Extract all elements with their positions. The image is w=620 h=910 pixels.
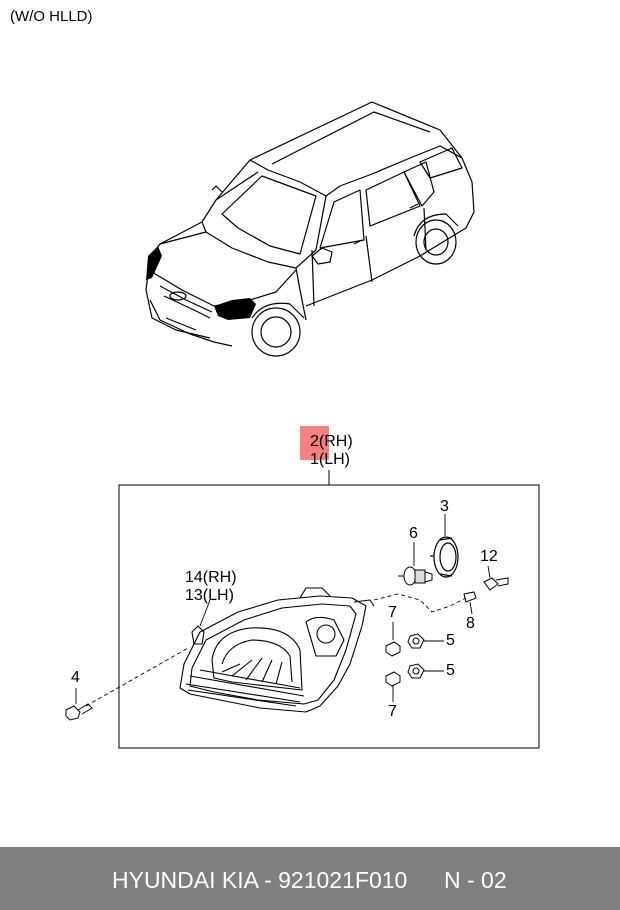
page-code: N - 02: [444, 867, 507, 893]
part-number: HYUNDAI KIA - 921021F010: [112, 867, 408, 893]
headlamp-assembly-illustration: [179, 587, 375, 713]
callout-5-upper: 5: [446, 632, 455, 649]
callout-6: 6: [409, 525, 418, 542]
socket-ring-icon: [430, 536, 459, 578]
callout-7-lower: 7: [388, 703, 397, 720]
bolt-icon: [385, 641, 401, 687]
callout-13-lh: 13(LH): [185, 587, 234, 604]
assembly-frame: [118, 484, 540, 749]
clip-icon: [483, 577, 509, 591]
nut-icon: [407, 633, 425, 679]
clip-icon-8: [463, 591, 477, 603]
callout-5-lower: 5: [446, 662, 455, 679]
callout-8: 8: [466, 615, 475, 632]
bolt-icon-4: [65, 703, 93, 721]
car-headlamp-left: [146, 246, 162, 280]
callout-2-rh: 2(RH): [310, 433, 353, 450]
callout-14-rh: 14(RH): [185, 569, 237, 586]
callout-4: 4: [71, 669, 80, 686]
bulb-icon: [398, 566, 433, 586]
car-headlamp-right: [214, 298, 256, 320]
callout-1-lh: 1(LH): [310, 451, 351, 468]
callout-12: 12: [480, 548, 498, 565]
callout-7-upper: 7: [388, 604, 397, 621]
highlight-marker: [300, 426, 329, 460]
footer-bar: HYUNDAI KIA - 921021F010 N - 02: [0, 847, 620, 910]
variant-note: (W/O HLLD): [10, 8, 93, 25]
callout-3: 3: [440, 498, 449, 515]
